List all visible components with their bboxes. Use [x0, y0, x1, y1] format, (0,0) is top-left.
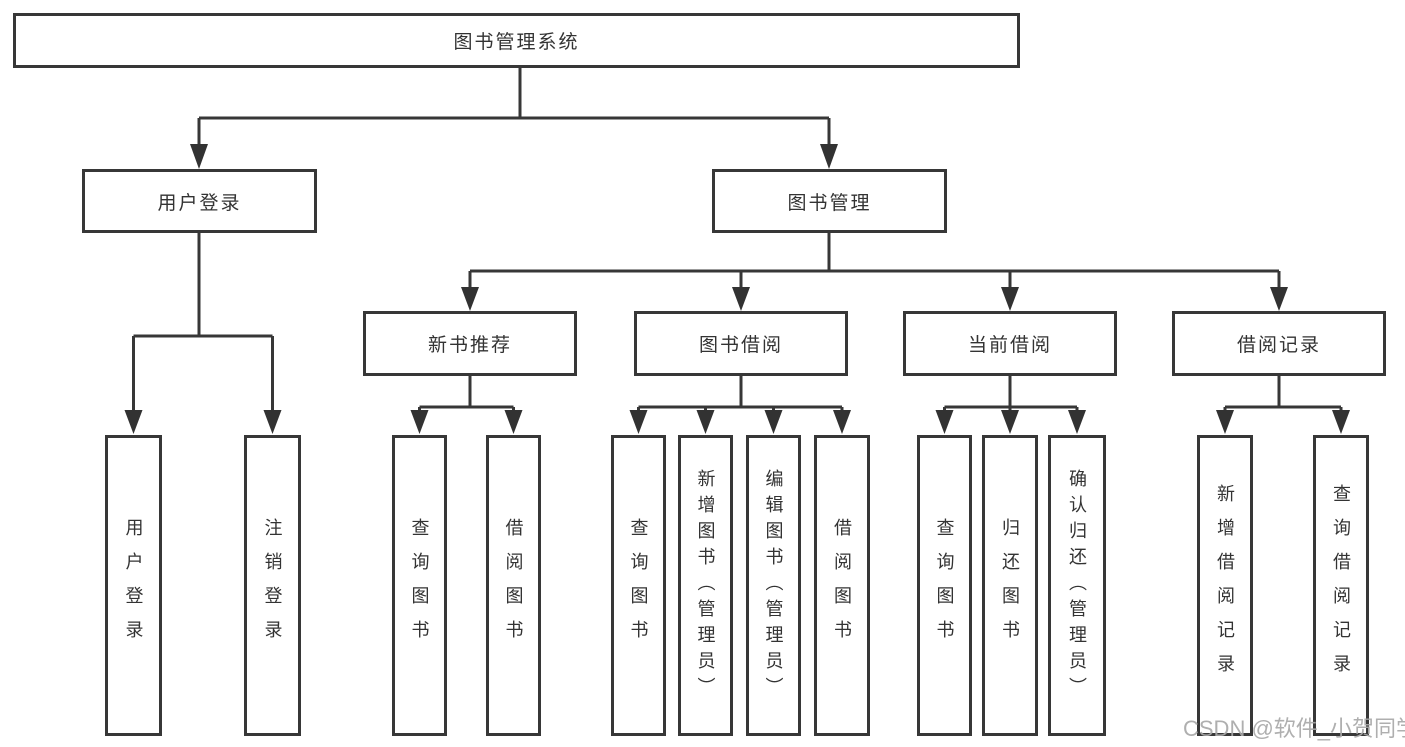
node-return-books-label: 归还图书: [1000, 517, 1020, 654]
node-book-management-label: 图书管理: [787, 192, 872, 214]
node-user-login-branch-label: 用户登录: [157, 192, 242, 214]
node-new-book-recommend-label: 新书推荐: [427, 335, 512, 356]
node-confirm-return-admin: 确认归还（管理员）: [1048, 435, 1106, 736]
node-borrow-books-1-label: 借阅图书: [503, 517, 524, 654]
node-current-borrow-label: 当前借阅: [967, 335, 1052, 356]
node-new-book-recommend: 新书推荐: [363, 311, 577, 376]
node-query-books-2-label: 查询图书: [628, 517, 649, 654]
node-return-books: 归还图书: [982, 435, 1038, 736]
edge-new-book-recommend-to-children: [410, 374, 523, 434]
node-book-borrow-label: 图书借阅: [698, 335, 783, 356]
csdn-watermark: CSDN @软件_小贺同学: [1183, 716, 1405, 741]
node-borrow-books-2: 借阅图书: [814, 435, 870, 736]
node-add-book-admin: 新增图书（管理员）: [678, 435, 733, 736]
node-edit-book-admin: 编辑图书（管理员）: [746, 435, 801, 736]
node-root-label: 图书管理系统: [453, 32, 580, 53]
node-book-borrow: 图书借阅: [634, 311, 848, 376]
node-user-login-branch: 用户登录: [82, 169, 317, 233]
edge-root-to-level2: [190, 66, 838, 169]
node-add-book-admin-label: 新增图书（管理员）: [695, 468, 716, 703]
node-root-library-system: 图书管理系统: [13, 13, 1020, 68]
node-add-borrow-record-label: 新增借阅记录: [1215, 483, 1235, 688]
node-edit-book-admin-label: 编辑图书（管理员）: [763, 468, 784, 703]
node-add-borrow-record: 新增借阅记录: [1197, 435, 1253, 736]
node-query-books-1: 查询图书: [392, 435, 447, 736]
node-query-books-2: 查询图书: [611, 435, 666, 736]
node-query-borrow-record: 查询借阅记录: [1313, 435, 1369, 736]
node-user-login: 用户登录: [105, 435, 162, 736]
node-user-login-label: 用户登录: [123, 517, 144, 654]
edge-book-management-to-sections: [461, 231, 1288, 311]
node-query-books-3-label: 查询图书: [934, 517, 955, 654]
node-borrow-records-label: 借阅记录: [1236, 335, 1321, 356]
node-logout: 注销登录: [244, 435, 301, 736]
node-query-books-3: 查询图书: [917, 435, 972, 736]
node-borrow-books-2-label: 借阅图书: [832, 517, 852, 654]
edge-user-login-to-children: [124, 231, 282, 434]
node-current-borrow: 当前借阅: [903, 311, 1117, 376]
edge-current-borrow-to-children: [935, 374, 1086, 434]
node-borrow-books-1: 借阅图书: [486, 435, 541, 736]
node-borrow-records: 借阅记录: [1172, 311, 1386, 376]
node-query-books-1-label: 查询图书: [409, 517, 430, 654]
edge-book-borrow-to-children: [629, 374, 851, 434]
edge-borrow-records-to-children: [1216, 374, 1350, 434]
node-logout-label: 注销登录: [262, 517, 283, 654]
node-confirm-return-admin-label: 确认归还（管理员）: [1067, 468, 1087, 703]
node-query-borrow-record-label: 查询借阅记录: [1331, 483, 1351, 688]
node-book-management: 图书管理: [712, 169, 947, 233]
